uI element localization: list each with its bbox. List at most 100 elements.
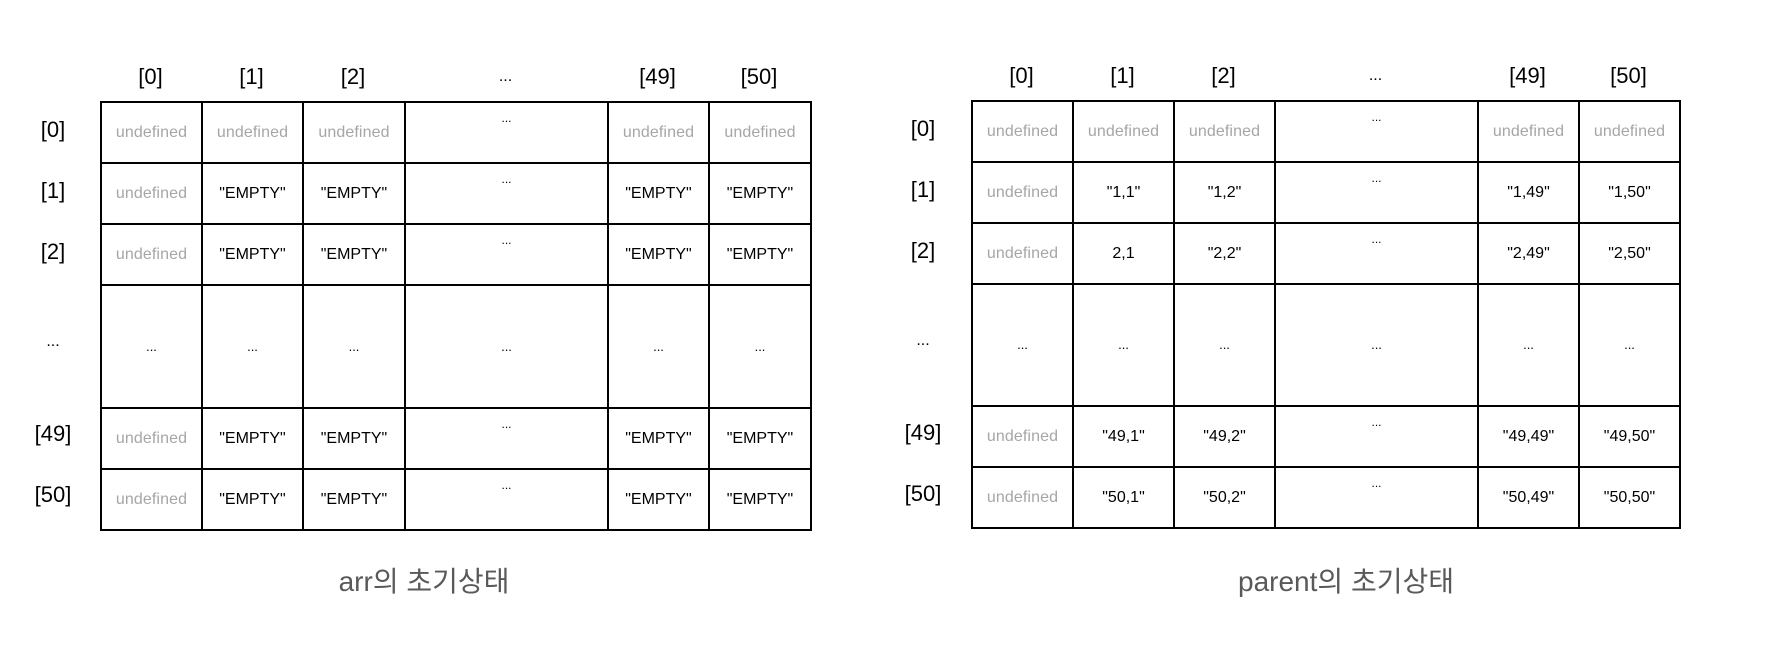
parent-cell: "2,49" [1477,222,1580,285]
parent-row-label-0: [0] [910,116,936,141]
arr-cell-ellipsis: ... [100,284,203,409]
parent-cell: "1,50" [1578,161,1681,224]
arr-row-50: undefined "EMPTY" "EMPTY" ... "EMPTY" "E… [100,468,812,531]
arr-cell-ellipsis: ... [404,162,609,225]
parent-row-label-50: [50] [904,481,942,506]
parent-cell: undefined [971,466,1074,529]
arr-cell: "EMPTY" [302,223,406,286]
arr-col-header-2: [2] [340,64,366,89]
arr-panel: [0] [1] [2] ... [49] [50] [0] [1] [2] ..… [34,64,812,597]
parent-cell-ellipsis: ... [1477,283,1580,407]
arr-cell-ellipsis: ... [404,223,609,286]
arr-row-label-ellipsis: ... [46,333,60,350]
arr-cell: "EMPTY" [201,468,304,531]
arr-cell: "EMPTY" [708,407,812,470]
parent-cell: 2,1 [1072,222,1175,285]
parent-row-50: undefined "50,1" "50,2" ... "50,49" "50,… [971,466,1681,529]
parent-cell-ellipsis: ... [1274,222,1479,285]
parent-cell: undefined [971,405,1074,468]
arr-cell: undefined [302,101,406,164]
arr-cell: "EMPTY" [708,223,812,286]
parent-col-header-50: [50] [1610,63,1647,88]
arr-row-0: undefined undefined undefined ... undefi… [100,101,812,164]
arr-row-label-50: [50] [34,482,72,507]
parent-cell-ellipsis: ... [1173,283,1276,407]
arr-cell: "EMPTY" [201,407,304,470]
parent-cell-ellipsis: ... [1274,466,1479,529]
arr-cell: "EMPTY" [607,162,710,225]
arr-cell-ellipsis: ... [607,284,710,409]
parent-cell: "50,1" [1072,466,1175,529]
parent-row-49: undefined "49,1" "49,2" ... "49,49" "49,… [971,405,1681,468]
parent-cell: "49,2" [1173,405,1276,468]
arr-cell: undefined [100,407,203,470]
arr-grid: undefined undefined undefined ... undefi… [100,101,812,531]
arr-cell: "EMPTY" [607,223,710,286]
arr-cell-ellipsis: ... [201,284,304,409]
parent-cell-ellipsis: ... [1274,405,1479,468]
parent-cell: "49,1" [1072,405,1175,468]
parent-cell-ellipsis: ... [1274,161,1479,224]
arr-cell: undefined [100,468,203,531]
parent-cell-ellipsis: ... [1578,283,1681,407]
parent-cell: "50,2" [1173,466,1276,529]
parent-cell: undefined [1578,100,1681,163]
arr-col-header-1: [1] [239,64,264,89]
arr-cell: undefined [607,101,710,164]
parent-cell: "1,2" [1173,161,1276,224]
parent-row-label-2: [2] [910,238,936,263]
parent-cell: undefined [1477,100,1580,163]
parent-cell: "2,50" [1578,222,1681,285]
arr-cell-ellipsis: ... [404,284,609,409]
parent-row-label-49: [49] [904,420,942,445]
parent-cell: undefined [971,222,1074,285]
arr-cell-ellipsis: ... [404,101,609,164]
parent-col-header-0: [0] [1009,63,1034,88]
parent-cell: "50,49" [1477,466,1580,529]
parent-cell: "1,49" [1477,161,1580,224]
parent-cell: undefined [971,161,1074,224]
arr-row-label-0: [0] [40,117,66,142]
arr-row-label-49: [49] [34,421,72,446]
parent-cell: undefined [1173,100,1276,163]
arr-col-header-ellipsis: ... [498,68,513,85]
arr-cell: "EMPTY" [201,223,304,286]
parent-row-1: undefined "1,1" "1,2" ... "1,49" "1,50" [971,161,1681,224]
arr-row-1: undefined "EMPTY" "EMPTY" ... "EMPTY" "E… [100,162,812,225]
parent-row-label-1: [1] [910,177,936,202]
parent-col-header-1: [1] [1110,63,1135,88]
arr-row-label-1: [1] [40,178,66,203]
arr-cell: undefined [100,162,203,225]
parent-cell-ellipsis: ... [1274,100,1479,163]
parent-row-ellipsis: ... ... ... ... ... ... [971,283,1681,407]
arr-cell: undefined [201,101,304,164]
parent-row-2: undefined 2,1 "2,2" ... "2,49" "2,50" [971,222,1681,285]
arr-cell: "EMPTY" [302,407,406,470]
parent-cell: "1,1" [1072,161,1175,224]
parent-cell: "2,2" [1173,222,1276,285]
parent-cell-ellipsis: ... [1072,283,1175,407]
parent-cell: undefined [971,100,1074,163]
arr-row-49: undefined "EMPTY" "EMPTY" ... "EMPTY" "E… [100,407,812,470]
arr-row-2: undefined "EMPTY" "EMPTY" ... "EMPTY" "E… [100,223,812,286]
arr-cell: "EMPTY" [607,407,710,470]
arr-cell: undefined [708,101,812,164]
arr-cell-ellipsis: ... [404,468,609,531]
arr-cell: "EMPTY" [201,162,304,225]
parent-cell: "49,50" [1578,405,1681,468]
arr-cell-ellipsis: ... [404,407,609,470]
parent-caption: parent의 초기상태 [1238,566,1454,597]
parent-grid: undefined undefined undefined ... undefi… [971,100,1681,529]
parent-col-header-2: [2] [1211,63,1236,88]
parent-row-label-ellipsis: ... [916,332,930,349]
arr-cell-ellipsis: ... [708,284,812,409]
arr-cell: "EMPTY" [708,162,812,225]
arr-cell-ellipsis: ... [302,284,406,409]
arr-cell: undefined [100,101,203,164]
arr-row-label-2: [2] [40,239,66,264]
arr-cell: undefined [100,223,203,286]
arr-cell: "EMPTY" [708,468,812,531]
parent-col-header-49: [49] [1509,63,1546,88]
parent-cell: "49,49" [1477,405,1580,468]
